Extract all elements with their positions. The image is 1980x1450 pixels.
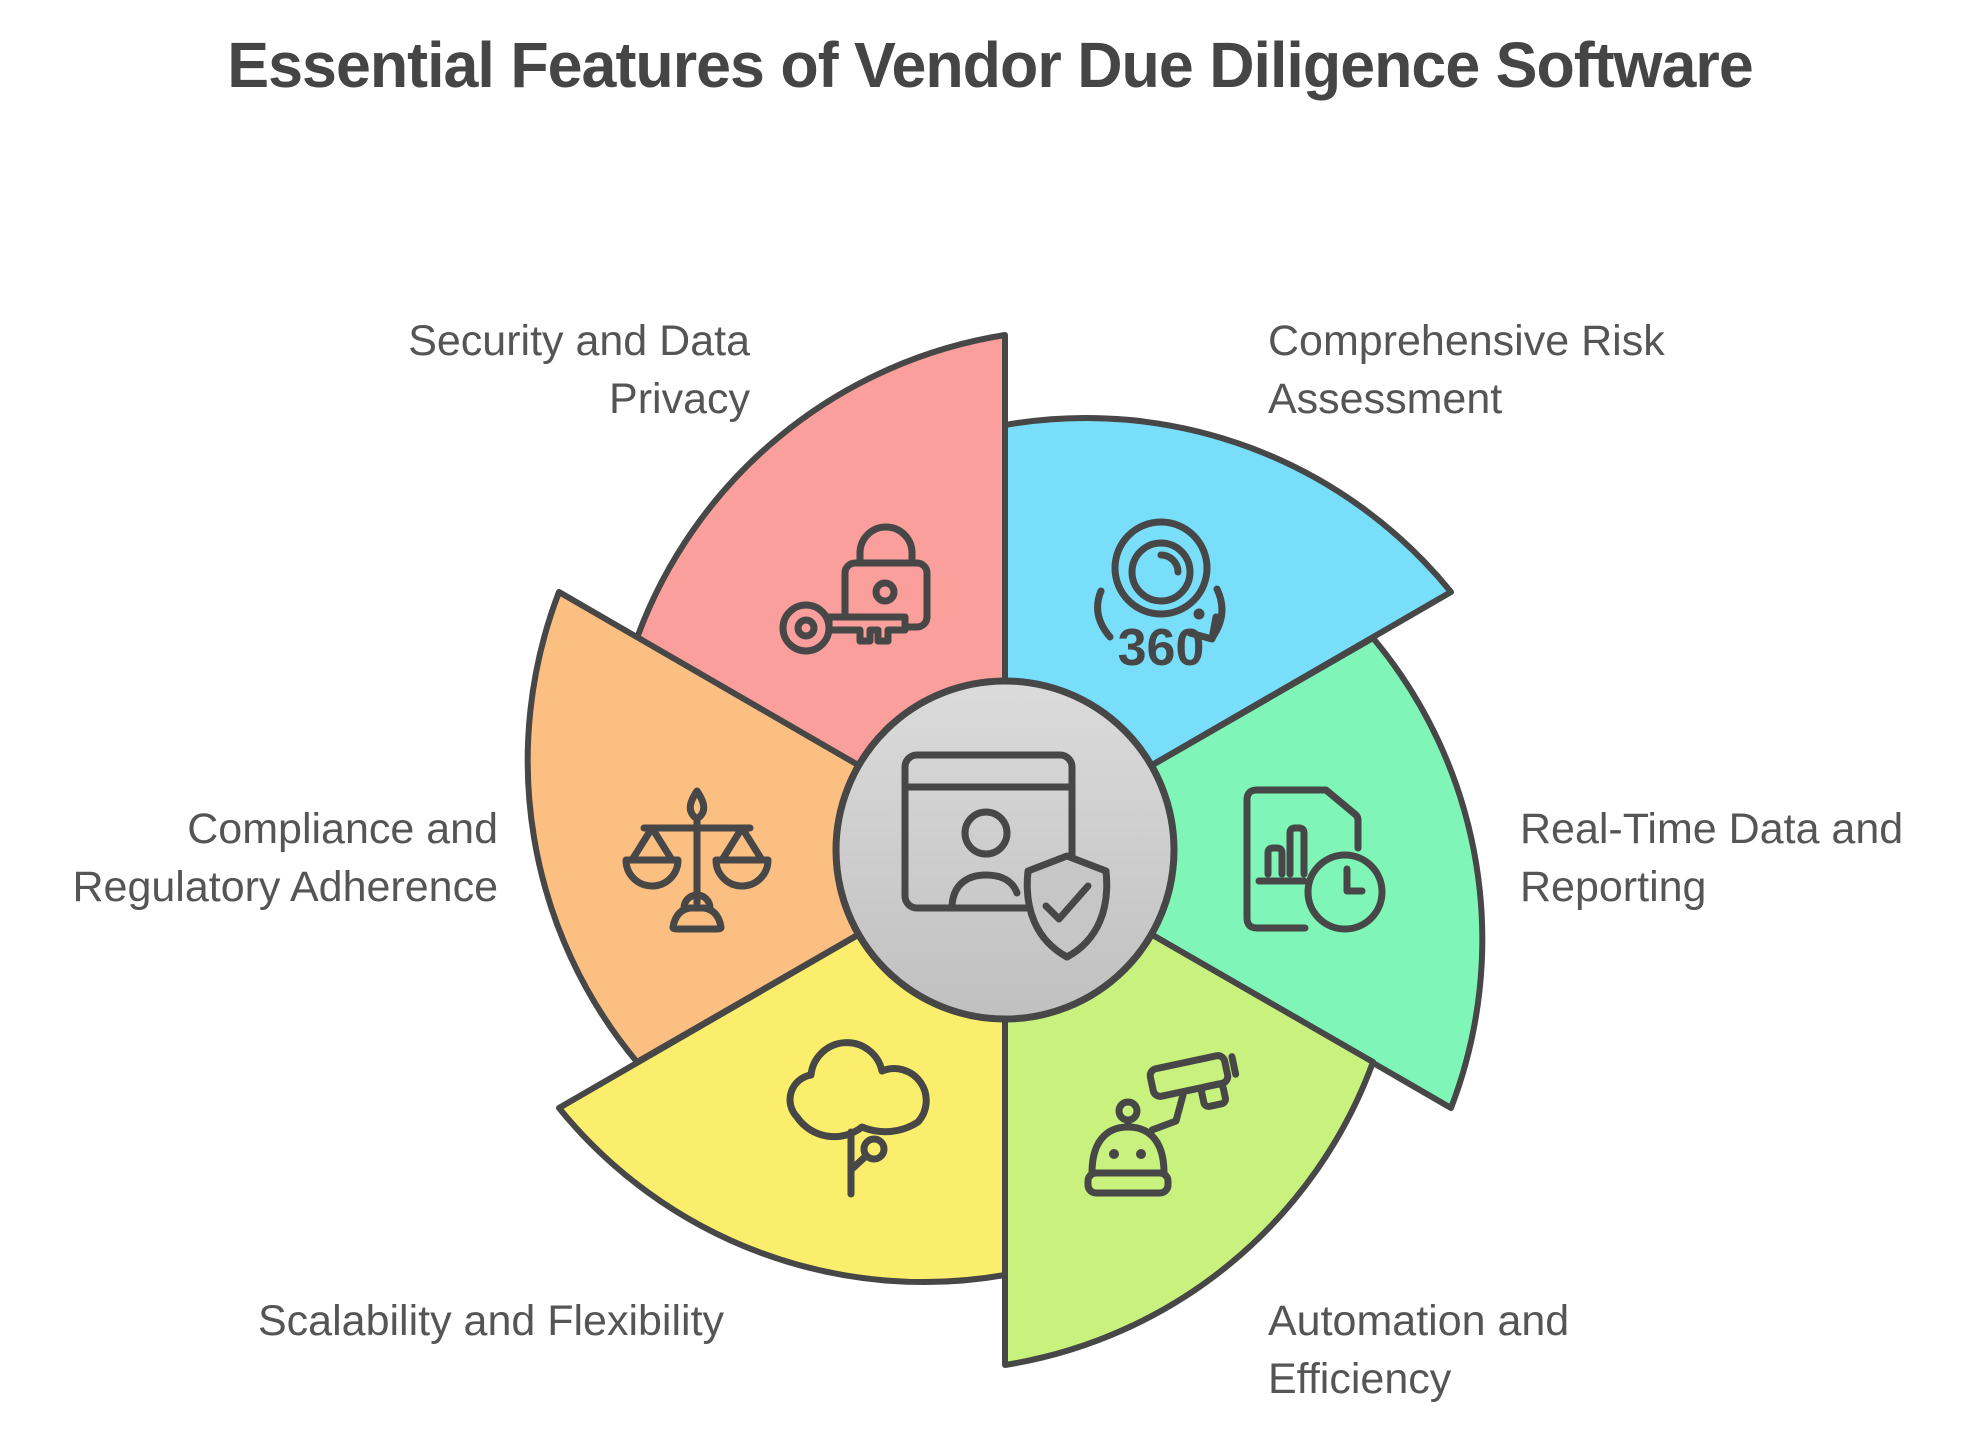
robot-base (1084, 1169, 1172, 1197)
left-pan-hangers (628, 824, 676, 864)
lock-and-key-icon (779, 523, 931, 655)
lock-shackle (856, 523, 916, 567)
key-ring-hole (794, 616, 818, 640)
scales-base-pedestal (669, 904, 725, 933)
cloud-tree-icon (786, 1039, 930, 1198)
browser-user-shield-icon (901, 751, 1111, 961)
camera-body (1146, 1052, 1232, 1100)
label-reporting-line2: Reporting (1520, 863, 1707, 911)
label-automation-line1: Automation and (1268, 1297, 1570, 1345)
rotate-arrowhead (1186, 613, 1220, 643)
left-pan-bowl (622, 856, 682, 890)
label-reporting-line1: Real-Time Data and (1520, 805, 1904, 853)
chart-bar-short (1264, 844, 1286, 878)
robot-antenna-tip (1115, 1098, 1141, 1124)
label-risk-line1: Comprehensive Risk (1268, 317, 1665, 365)
label-automation-line2: Efficiency (1268, 1355, 1452, 1403)
user-head (961, 808, 1011, 858)
cloud-outline (786, 1039, 930, 1141)
chart-bar-tall (1286, 824, 1308, 878)
label-security: Security and Data Privacy (408, 312, 750, 428)
browser-window (901, 751, 1076, 912)
rotate-arc-left (1094, 587, 1114, 641)
rotate-dot (1193, 608, 1205, 620)
label-compliance-line1: Compliance and (187, 805, 498, 853)
document-outline (1243, 786, 1362, 932)
right-pan-hangers (718, 824, 766, 864)
lock-keyhole (872, 579, 898, 605)
robot-eye-right (1136, 1149, 1146, 1159)
justice-scales-icon (622, 787, 772, 933)
branch-bud (860, 1135, 888, 1163)
camera-lens (1198, 1080, 1229, 1110)
right-pan-bowl (712, 856, 772, 890)
clock-hands (1343, 865, 1366, 895)
hub-circle (832, 677, 1178, 1023)
lens-outer (1111, 518, 1211, 618)
icon-360-label: 360 (1118, 619, 1205, 677)
key-ring (779, 601, 833, 655)
label-scalability: Scalability and Flexibility (258, 1292, 724, 1350)
label-security-line2: Privacy (609, 375, 750, 423)
camera-mount-tick (1228, 1053, 1240, 1078)
label-compliance: Compliance and Regulatory Adherence (72, 800, 498, 916)
label-security-line1: Security and Data (408, 317, 750, 365)
label-automation: Automation and Efficiency (1268, 1292, 1569, 1408)
label-compliance-line2: Regulatory Adherence (72, 863, 498, 911)
page-title: Essential Features of Vendor Due Diligen… (227, 29, 1753, 101)
cctv-camera (1146, 1052, 1240, 1110)
camera-bracket (1148, 1091, 1187, 1134)
report-with-clock-icon (1243, 786, 1386, 933)
label-risk: Comprehensive Risk Assessment (1268, 312, 1665, 428)
robot-surveillance-icon (1084, 1052, 1240, 1197)
robot-eye-left (1109, 1149, 1119, 1159)
label-reporting: Real-Time Data and Reporting (1520, 800, 1903, 916)
tree-branch (849, 1152, 870, 1172)
label-risk-line2: Assessment (1268, 375, 1503, 423)
label-scalability-line1: Scalability and Flexibility (258, 1297, 725, 1345)
lens-highlight (1157, 551, 1182, 576)
camera-360-icon: 360 (1094, 518, 1226, 677)
segment-compliance-blade (524, 589, 1008, 1065)
user-shoulders (948, 871, 1021, 912)
key-shaft (825, 613, 909, 645)
shield-checkmark (1042, 882, 1092, 923)
scales-base-dome (680, 891, 714, 912)
lens-inner (1128, 539, 1194, 605)
center-hub (832, 677, 1178, 1023)
